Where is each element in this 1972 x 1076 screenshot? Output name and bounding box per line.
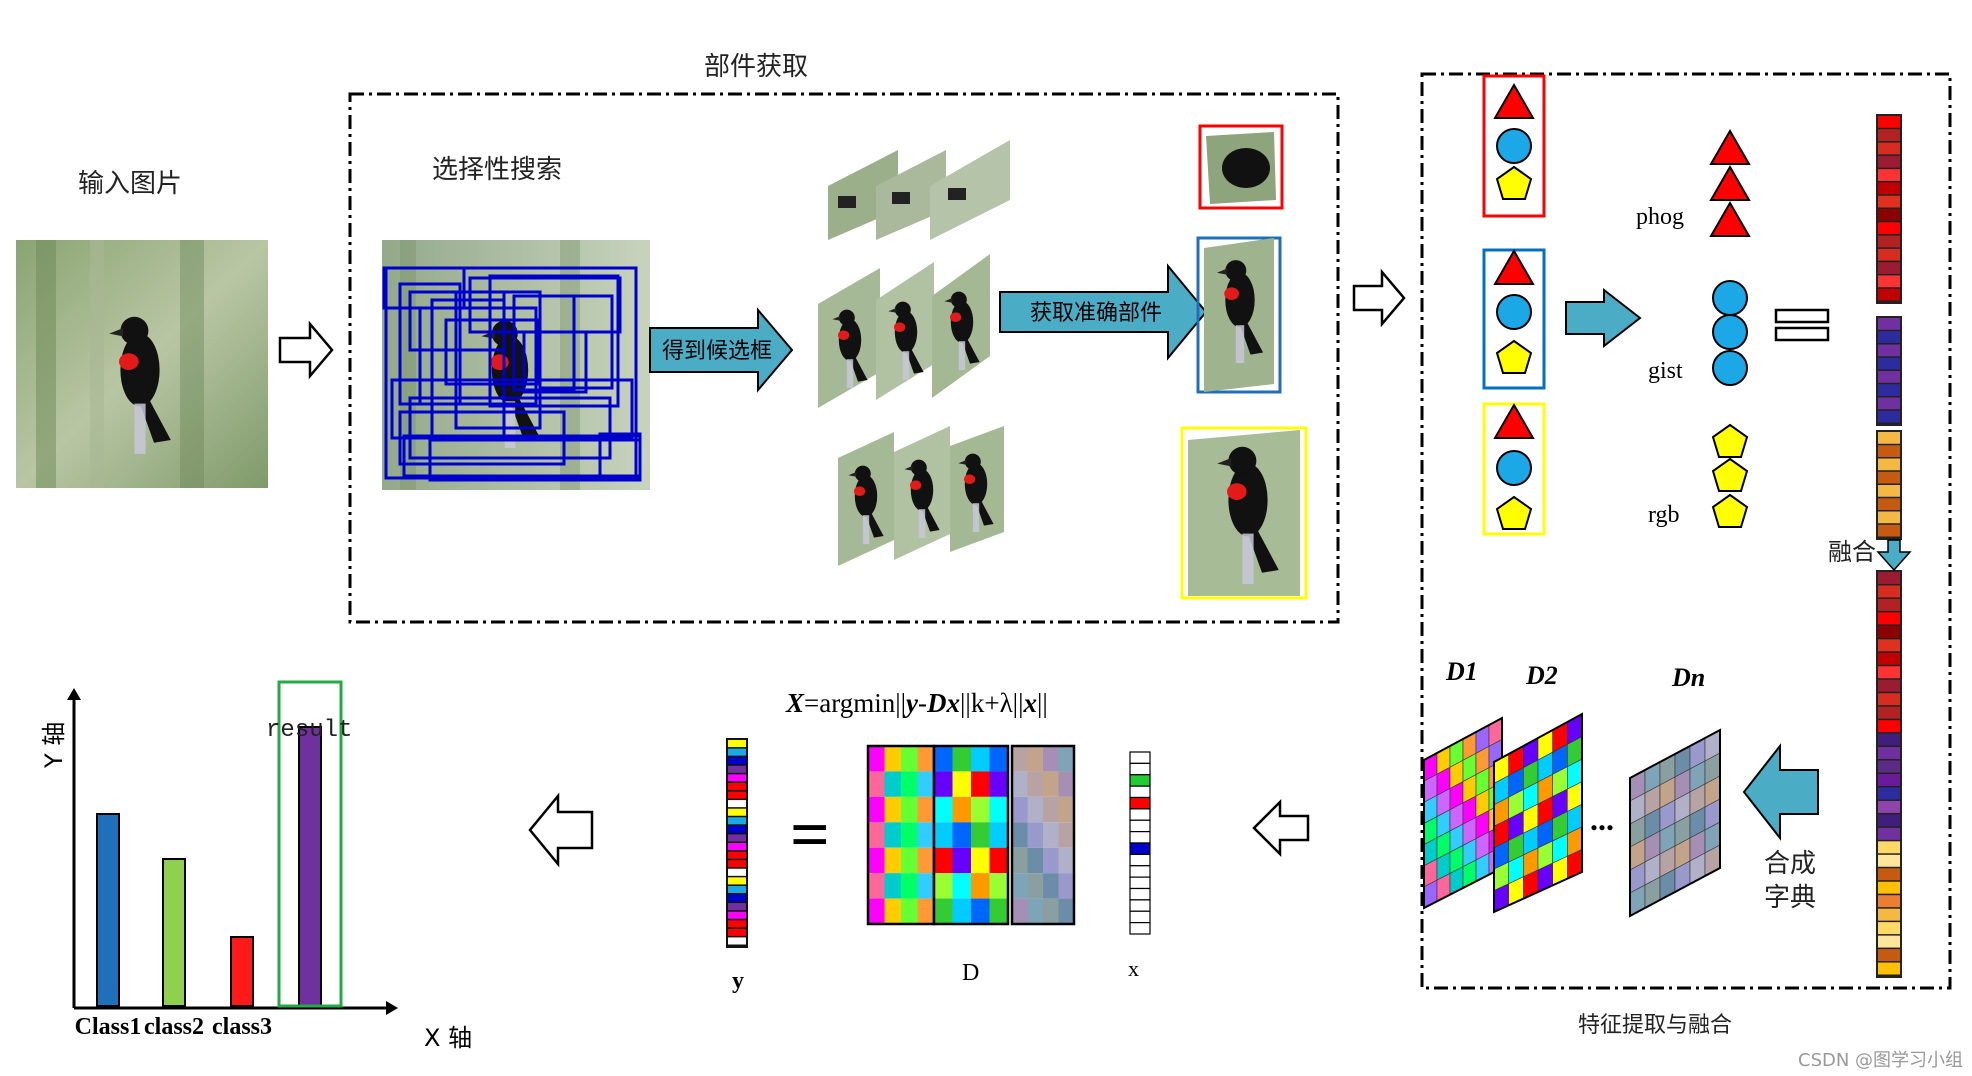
accurate-part-head — [1198, 124, 1284, 210]
fused-feature-vector — [1876, 570, 1902, 978]
candidate-image-stack-bottom — [838, 426, 1004, 566]
equals-sign: = — [790, 797, 830, 874]
watermark: CSDN @图学习小组 — [1798, 1050, 1963, 1071]
formula-end: || — [1037, 688, 1048, 718]
bar-3 — [230, 936, 254, 1007]
vector-x-label: x — [1128, 956, 1139, 981]
formula-y: y — [903, 688, 919, 718]
category-label-1: Class1 — [75, 1014, 142, 1040]
fusion-label: 融合 — [1828, 538, 1876, 566]
y-axis-arrowhead — [67, 688, 81, 700]
formula-xvar: x — [1022, 688, 1037, 718]
result-highlight-box — [277, 680, 343, 1008]
feature-extraction-frame — [1420, 72, 1952, 990]
dictionary-matrix-d — [866, 744, 1076, 926]
selective-search-label: 选择性搜索 — [432, 155, 562, 185]
sparse-vector-x — [1129, 751, 1151, 935]
feature-vector-gist — [1876, 316, 1902, 426]
get-candidates-label: 得到候选框 — [662, 338, 772, 363]
d1-label: D1 — [1445, 657, 1478, 686]
formula-dash: - — [918, 688, 927, 718]
gist-label: gist — [1648, 358, 1683, 384]
flow-arrow-left-2 — [528, 792, 594, 868]
dictionary-ellipsis: ... — [1590, 801, 1614, 837]
selective-search-image — [382, 240, 650, 490]
dictionary-dn — [1629, 728, 1721, 918]
feature-equals-sign — [1774, 308, 1830, 342]
flow-arrow-right-2 — [1352, 268, 1406, 328]
part-features-blue — [1482, 248, 1546, 390]
input-image-label: 输入图片 — [78, 169, 182, 199]
phog-feature-group: phog — [1636, 130, 1750, 237]
phog-label: phog — [1636, 204, 1684, 230]
result-label: result — [266, 717, 352, 744]
synthesize-dict-line2: 字典 — [1764, 883, 1816, 913]
get-candidates-arrow: 得到候选框 — [649, 307, 794, 393]
rgb-feature-group: rgb — [1648, 424, 1748, 528]
synthesize-dictionary-arrow: 合成 字典 — [1742, 743, 1819, 913]
bar-2 — [162, 858, 186, 1007]
vector-y — [726, 738, 748, 948]
synthesize-dict-line1: 合成 — [1764, 849, 1816, 879]
formula-dx: Dx — [926, 688, 960, 718]
accurate-part-whole — [1180, 426, 1308, 600]
bar-4 — [298, 726, 322, 1007]
d2-label: D2 — [1525, 661, 1558, 690]
bar-1 — [96, 813, 120, 1007]
formula-x: X — [785, 688, 805, 718]
part-acquisition-title: 部件获取 — [704, 52, 808, 82]
group-features-arrow — [1565, 287, 1642, 349]
feature-vector-rgb — [1876, 430, 1902, 540]
category-label-3: class3 — [212, 1014, 272, 1040]
sparse-coding-formula: X=argmin||y-Dx||k+λ||x|| — [785, 688, 1048, 718]
candidate-image-stack-middle — [818, 254, 990, 408]
y-axis-label: Y 轴 — [40, 722, 68, 769]
accurate-part-body — [1196, 236, 1282, 394]
get-accurate-parts-label: 获取准确部件 — [1030, 300, 1162, 325]
x-axis-label: X 轴 — [424, 1024, 472, 1052]
category-label-2: class2 — [144, 1014, 204, 1040]
svg-text:X=argmin||y-Dx||k+λ||x||: X=argmin||y-Dx||k+λ||x|| — [785, 688, 1048, 718]
get-accurate-parts-arrow: 获取准确部件 — [999, 263, 1208, 361]
fusion-arrow: 融合 — [1828, 538, 1912, 572]
feature-section-label: 特征提取与融合 — [1578, 1013, 1732, 1038]
x-axis-arrowhead — [386, 1001, 398, 1015]
dn-label: Dn — [1671, 663, 1705, 692]
vector-y-label: y — [732, 968, 744, 994]
formula-body: =argmin|| — [804, 688, 906, 718]
dictionary-d2 — [1493, 712, 1583, 914]
matrix-d-label: D — [962, 960, 979, 986]
flow-arrow-right-1 — [278, 320, 334, 380]
candidate-image-stack-top — [828, 140, 1010, 240]
rgb-label: rgb — [1648, 502, 1680, 528]
formula-mid: ||k+λ|| — [960, 688, 1023, 718]
feature-vector-phog — [1876, 114, 1902, 304]
flow-arrow-left-1 — [1252, 798, 1310, 858]
candidate-boxes — [382, 266, 642, 482]
gist-feature-group: gist — [1648, 280, 1748, 386]
part-features-red — [1482, 74, 1546, 218]
input-bird-image — [16, 240, 268, 488]
part-acquisition-frame — [348, 92, 1340, 624]
dictionary-d1 — [1423, 716, 1503, 910]
part-features-yellow — [1482, 402, 1546, 536]
